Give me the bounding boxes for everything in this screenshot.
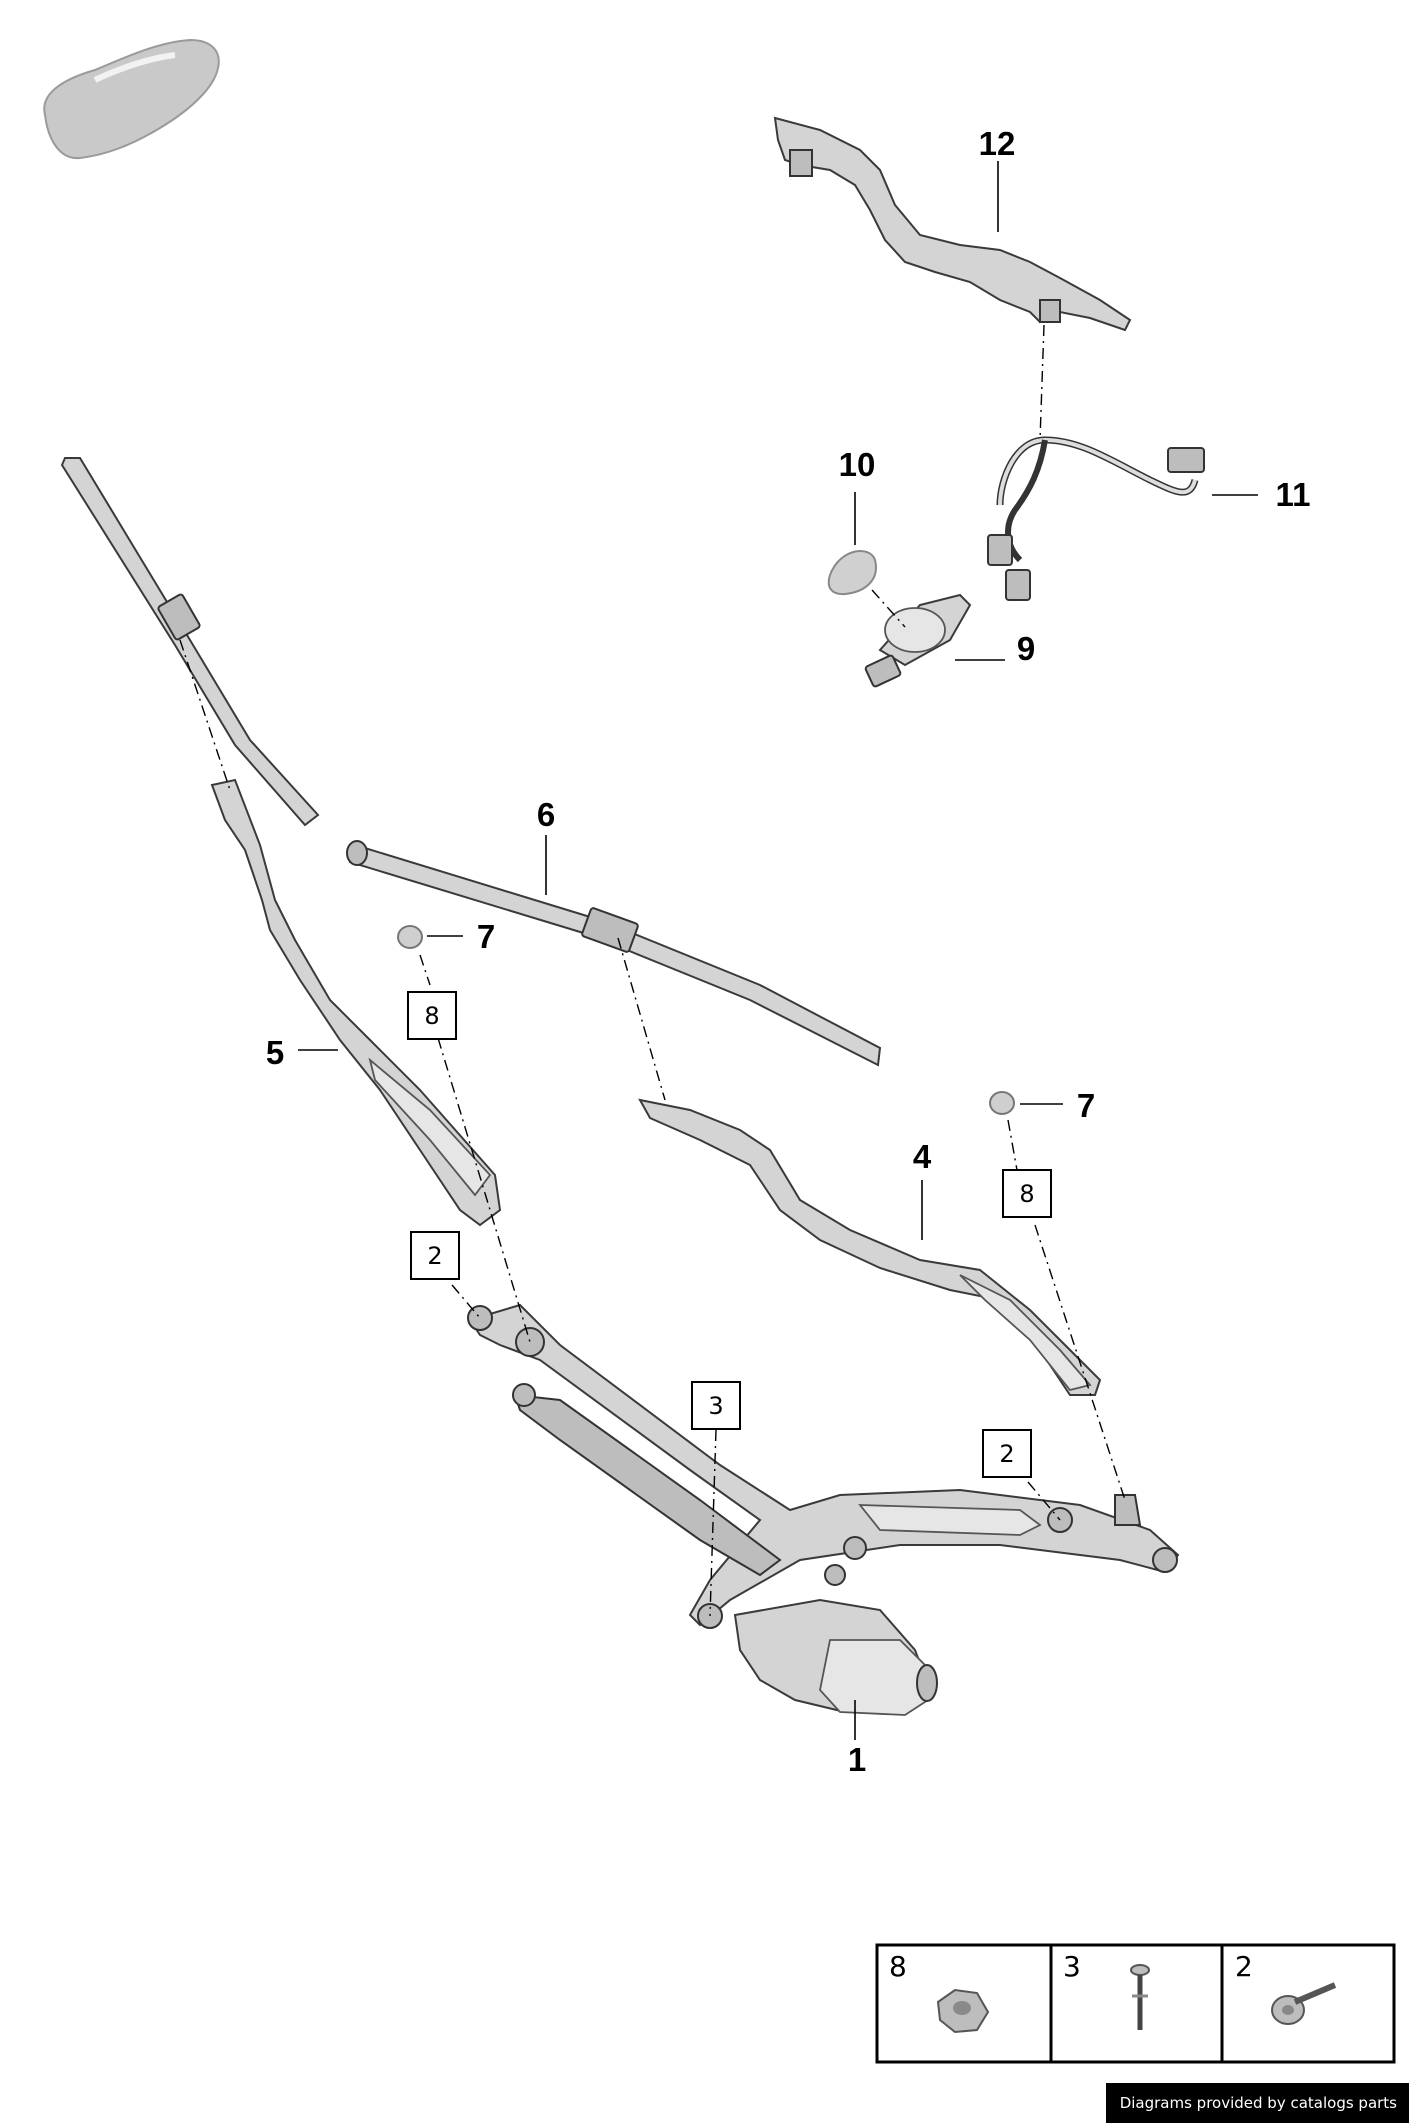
- leader-lines: [298, 161, 1258, 1740]
- assembly-lines: [179, 324, 1126, 1617]
- callout-9: 9: [1017, 630, 1035, 667]
- callout-4: 4: [913, 1138, 932, 1175]
- callout-6: 6: [537, 796, 555, 833]
- box-8-left: 8: [424, 1002, 439, 1030]
- fastener-legend: 8 3 2: [875, 1943, 1396, 2064]
- part-10-gel-pad[interactable]: [827, 550, 877, 596]
- part-1-wiper-motor-linkage[interactable]: [467, 1303, 1180, 1716]
- callout-7b: 7: [1077, 1087, 1095, 1124]
- bolt-icon: [1130, 1964, 1150, 2030]
- callout-labels: 12 10 11 9 6 7 7 5 4 1: [266, 125, 1311, 1778]
- part-left-wiper-blade[interactable]: [60, 457, 320, 827]
- hex-nut-icon: [936, 1988, 990, 2034]
- callout-12: 12: [979, 125, 1016, 162]
- flange-bolt-icon: [1271, 1982, 1337, 2025]
- legend-number-8: 8: [889, 1950, 907, 1983]
- part-11-wiring-harness[interactable]: [987, 436, 1205, 601]
- part-7-cap-right[interactable]: [989, 1091, 1015, 1115]
- box-2-right: 2: [999, 1440, 1014, 1468]
- credit-label: Diagrams provided by catalogs parts: [1105, 2083, 1409, 2123]
- part-12-bracket[interactable]: [773, 116, 1132, 332]
- part-5-wiper-arm[interactable]: [210, 778, 502, 1227]
- legend-number-3: 3: [1063, 1950, 1081, 1983]
- box-3: 3: [708, 1392, 723, 1420]
- boxed-labels: 8 8 2 3 2: [407, 991, 1052, 1478]
- box-8-right: 8: [1019, 1180, 1034, 1208]
- part-9-rain-sensor[interactable]: [864, 593, 972, 688]
- callout-10: 10: [839, 446, 876, 483]
- part-6-wiper-blade[interactable]: [346, 840, 882, 1067]
- box-2-left: 2: [427, 1242, 442, 1270]
- part-7-cap-left[interactable]: [397, 925, 423, 949]
- car-thumbnail-icon: [43, 38, 220, 160]
- legend-number-2: 2: [1235, 1950, 1253, 1983]
- part-4-wiper-arm[interactable]: [638, 1098, 1102, 1396]
- callout-11: 11: [1276, 476, 1311, 513]
- callout-5: 5: [266, 1034, 284, 1071]
- callout-7a: 7: [477, 918, 495, 955]
- callout-1: 1: [848, 1741, 866, 1778]
